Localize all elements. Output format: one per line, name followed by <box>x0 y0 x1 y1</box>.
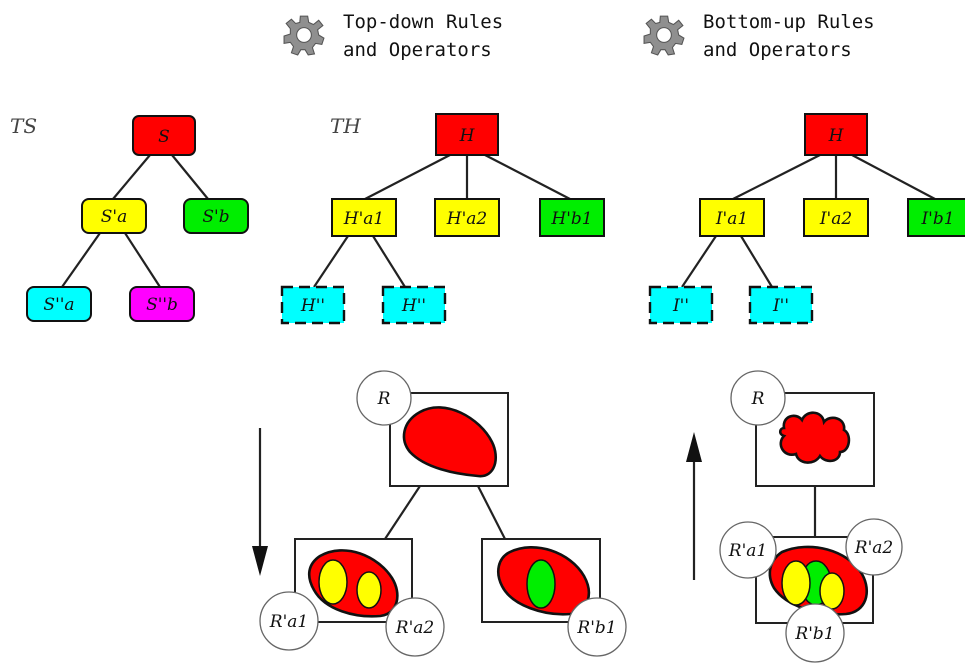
tree-ts: S S'a S'b S''a S''b <box>26 115 249 322</box>
tree-node <box>81 198 147 234</box>
region-part <box>356 571 382 609</box>
gear-icon <box>283 15 325 56</box>
down-arrow-head <box>252 546 268 576</box>
tree-node <box>183 198 249 234</box>
region-label: R <box>751 389 765 409</box>
tree-node-label: H'a2 <box>446 209 487 229</box>
tree-node-label: S'a <box>101 207 127 227</box>
tree-node-label: H <box>459 126 476 146</box>
tree-node-placeholder <box>748 285 814 325</box>
region-blob <box>402 406 497 478</box>
bottomup-header: Bottom-up Rules and Operators <box>643 11 875 61</box>
tree-node-label: I'' <box>672 296 689 316</box>
tree-node-placeholder <box>280 285 346 325</box>
tree-node <box>26 286 92 322</box>
region-part <box>781 560 811 606</box>
region-label-circle <box>385 597 445 657</box>
tree-node <box>539 198 605 237</box>
region-part <box>526 559 556 609</box>
tree-th: H H'a1 H'a2 H'b1 H'' H'' <box>280 113 605 325</box>
region-label: R'b1 <box>576 618 616 638</box>
topdown-header-line2: and Operators <box>343 39 492 61</box>
tree-node <box>129 286 195 322</box>
tree-node-label: S''a <box>43 295 74 315</box>
bottomup-regions: R R'a1 R'a2 R'b1 <box>686 370 903 663</box>
region-label-circle <box>785 603 845 663</box>
region-label: R'a2 <box>854 538 893 558</box>
tree-node <box>331 198 397 237</box>
bottomup-header-line1: Bottom-up Rules <box>703 11 875 33</box>
region-label-circle <box>730 370 786 426</box>
tree-node-label: S''b <box>146 295 178 315</box>
tree-node-label: H'a1 <box>343 209 384 229</box>
tree-th-label: TH <box>330 114 361 138</box>
tree-node <box>907 198 965 237</box>
tree-node <box>132 115 196 156</box>
tree-ti: H I'a1 I'a2 I'b1 I'' I'' <box>648 113 965 325</box>
topdown-header-line1: Top-down Rules <box>343 11 503 33</box>
region-label: R'a1 <box>269 612 308 632</box>
region-part <box>318 559 348 605</box>
tree-node <box>803 198 869 237</box>
region-label: R <box>377 389 391 409</box>
tree-node <box>434 198 500 237</box>
tree-node-placeholder <box>648 285 714 325</box>
tree-node-label: S <box>158 127 170 147</box>
region-label-circle <box>719 521 777 579</box>
tree-node-label: S'b <box>202 207 229 227</box>
bottomup-header-line2: and Operators <box>703 39 852 61</box>
tree-node-label: H'' <box>300 296 325 316</box>
tree-node-label: H <box>828 126 845 146</box>
tree-node-label: I'' <box>772 296 789 316</box>
tree-ts-label: TS <box>10 114 37 138</box>
topdown-header: Top-down Rules and Operators <box>283 11 503 61</box>
region-label-circle <box>356 370 412 426</box>
tree-node <box>804 113 868 156</box>
tree-node-label: H'b1 <box>550 209 592 229</box>
region-label-circle <box>567 597 627 657</box>
region-blob <box>778 411 851 464</box>
topdown-regions: R R'a1 R'a2 R'b1 <box>252 370 627 657</box>
region-label-circle <box>845 518 903 576</box>
region-label-circle <box>259 591 319 651</box>
region-part <box>819 572 845 610</box>
region-label: R'a1 <box>728 541 767 561</box>
region-label: R'b1 <box>794 624 834 644</box>
up-arrow-head <box>686 432 702 462</box>
tree-node <box>435 113 499 156</box>
tree-node <box>699 198 765 237</box>
region-label: R'a2 <box>395 618 434 638</box>
gear-icon <box>643 15 685 56</box>
tree-node-label: I'a2 <box>819 209 852 229</box>
tree-node-placeholder <box>381 285 447 325</box>
tree-node-label: I'b1 <box>920 209 954 229</box>
tree-node-label: H'' <box>401 296 426 316</box>
tree-node-label: I'a1 <box>715 209 748 229</box>
